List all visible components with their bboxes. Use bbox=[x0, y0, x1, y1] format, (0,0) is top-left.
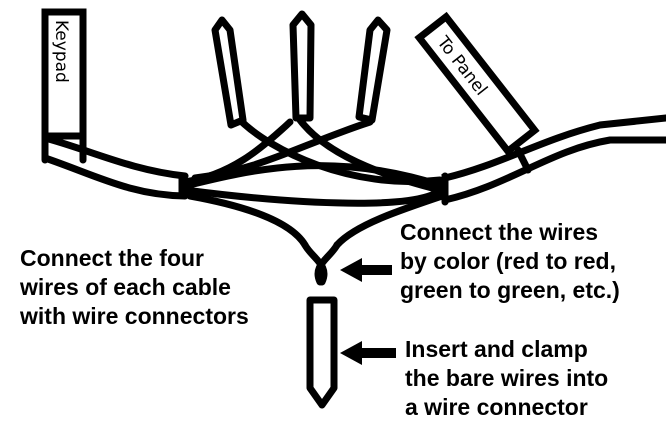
keypad-label: Keypad bbox=[51, 20, 71, 83]
wire-connector-3 bbox=[355, 16, 391, 124]
lower-twist-wires bbox=[186, 191, 449, 286]
lower-wire-connector bbox=[306, 296, 338, 409]
inner-wires bbox=[181, 116, 444, 207]
twist-arrow bbox=[340, 258, 392, 282]
note-line: Connect the four bbox=[20, 245, 204, 271]
connect-by-color-note: Connect the wires by color (red to red, … bbox=[400, 218, 620, 305]
connect-four-wires-note: Connect the four wires of each cable wit… bbox=[20, 244, 249, 331]
note-line: wires of each cable bbox=[20, 274, 231, 300]
wire-connector-2 bbox=[289, 10, 315, 122]
insert-arrow bbox=[340, 341, 396, 365]
note-line: the bare wires into bbox=[405, 365, 609, 391]
keypad-tag: Keypad bbox=[41, 8, 87, 140]
to-panel-tag: To Panel bbox=[414, 11, 540, 157]
note-line: with wire connectors bbox=[20, 303, 249, 329]
note-line: Insert and clamp bbox=[405, 336, 588, 362]
insert-and-clamp-note: Insert and clamp the bare wires into a w… bbox=[405, 335, 608, 422]
note-line: by color (red to red, bbox=[400, 248, 616, 274]
panel-cable bbox=[441, 114, 666, 206]
upper-wire-connectors bbox=[211, 10, 391, 129]
note-line: green to green, etc.) bbox=[400, 277, 620, 303]
wire-connector-1 bbox=[211, 16, 247, 129]
note-line: a wire connector bbox=[405, 394, 588, 420]
note-line: Connect the wires bbox=[400, 219, 599, 245]
keypad-cable bbox=[41, 132, 189, 200]
